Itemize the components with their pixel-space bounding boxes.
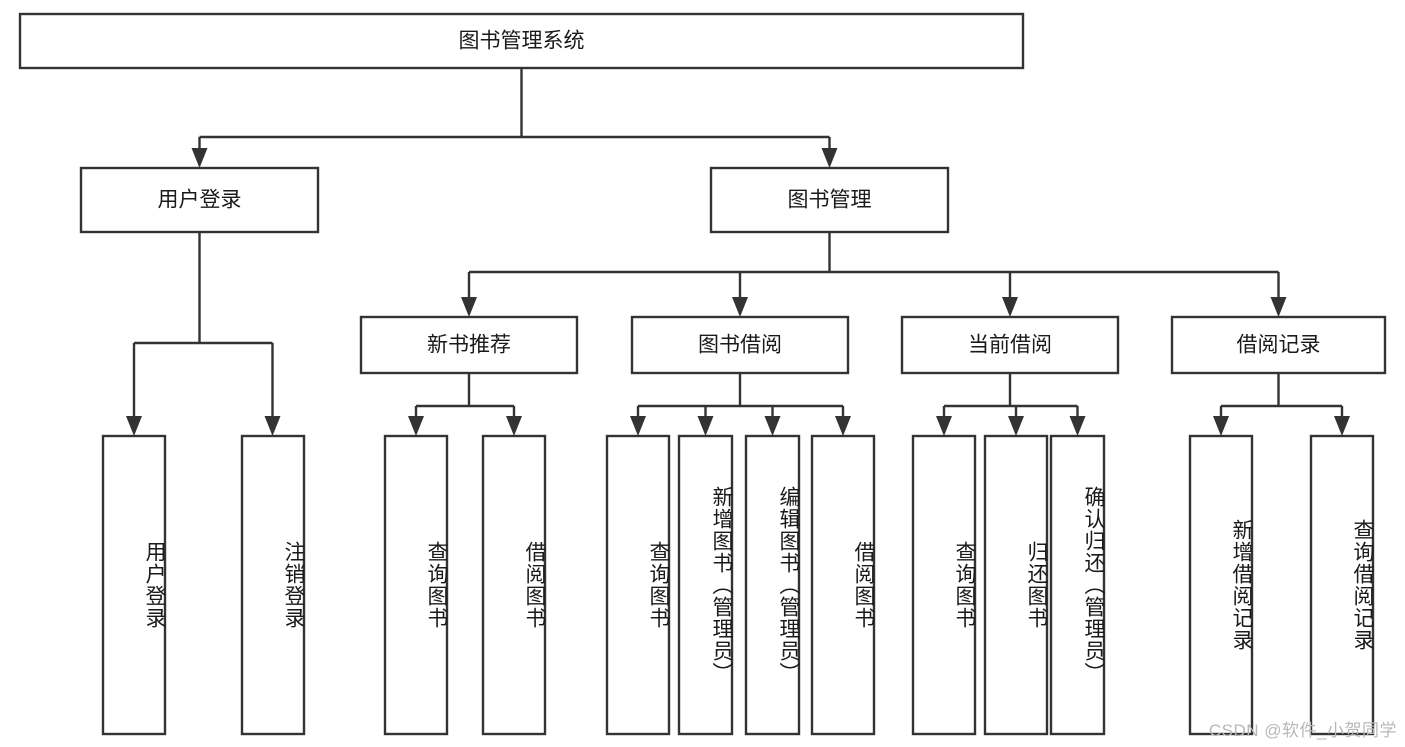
connector-newbook-to-leaves (408, 373, 522, 436)
node-leaf-borrow-book-1[interactable] (481, 434, 547, 736)
node-leaf-query-book-2[interactable] (605, 434, 671, 736)
connector-bookmanage-to-level3 (461, 232, 1287, 317)
node-leaf-query-record[interactable] (1309, 434, 1375, 736)
connector-bookborrow-to-leaves (630, 373, 851, 436)
node-leaf-user-login[interactable] (101, 434, 167, 736)
node-user-login-label: 用户登录 (158, 189, 242, 212)
node-book-borrow-label: 图书借阅 (698, 334, 782, 357)
connector-borrowrecord-to-leaves (1213, 373, 1350, 436)
node-leaf-query-book-1[interactable] (383, 434, 449, 736)
node-book-manage[interactable]: 图书管理 (709, 166, 950, 234)
node-current-borrow-label: 当前借阅 (968, 334, 1052, 357)
node-leaf-return-book[interactable] (983, 434, 1049, 736)
node-leaf-confirm-return[interactable] (1049, 434, 1106, 736)
node-leaf-edit-book[interactable] (744, 434, 801, 736)
node-leaf-add-record[interactable] (1188, 434, 1254, 736)
csdn-watermark: CSDN @软件_小贺同学 (1208, 721, 1397, 740)
node-book-borrow[interactable]: 图书借阅 (630, 315, 850, 375)
node-borrow-record-label: 借阅记录 (1237, 334, 1321, 357)
node-borrow-record[interactable]: 借阅记录 (1170, 315, 1387, 375)
node-leaf-user-logout[interactable] (240, 434, 306, 736)
node-root-label: 图书管理系统 (459, 30, 585, 53)
connector-userlogin-to-leaves (126, 232, 281, 436)
node-leaf-add-book[interactable] (677, 434, 734, 736)
connector-currentborrow-to-leaves (936, 373, 1086, 436)
connector-root-to-level2 (191, 68, 838, 168)
node-leaf-query-book-3[interactable] (911, 434, 977, 736)
node-new-book-rec-label: 新书推荐 (427, 334, 511, 357)
node-user-login[interactable]: 用户登录 (79, 166, 320, 234)
node-new-book-rec[interactable]: 新书推荐 (359, 315, 579, 375)
node-root[interactable]: 图书管理系统 (18, 12, 1025, 70)
node-leaf-borrow-book-2[interactable] (810, 434, 876, 736)
node-current-borrow[interactable]: 当前借阅 (900, 315, 1120, 375)
node-book-manage-label: 图书管理 (788, 189, 872, 212)
